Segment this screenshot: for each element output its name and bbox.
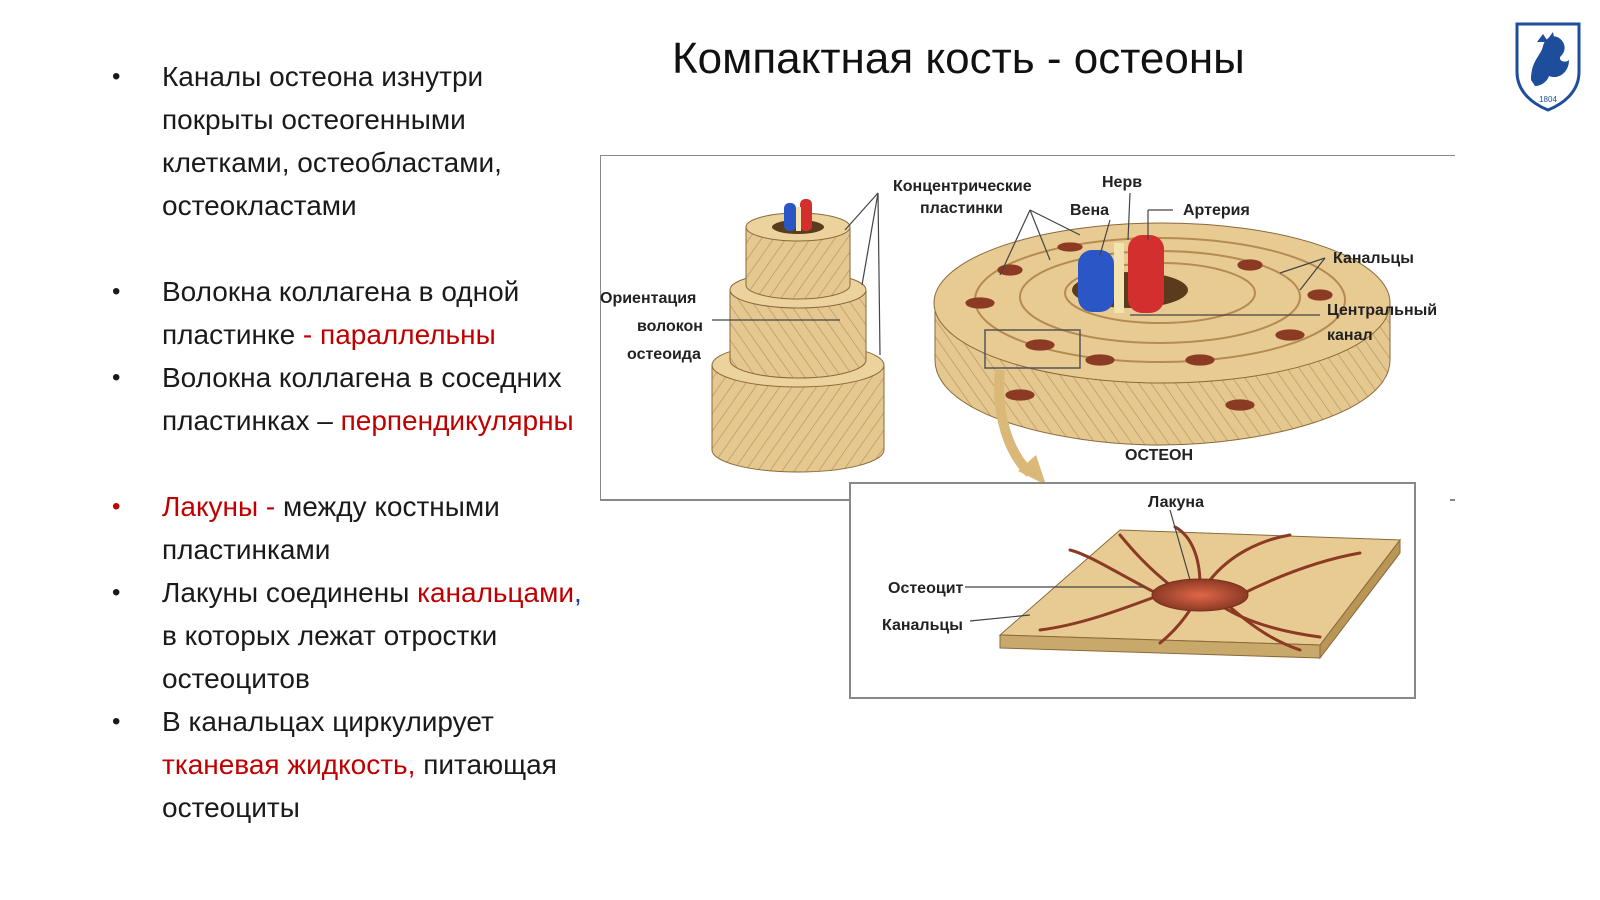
- bullet-dot: •: [112, 278, 121, 305]
- leader-lines: [712, 192, 1326, 622]
- label-fiber-orientation-3: остеоида: [627, 346, 701, 363]
- bullet-item: • Волокна коллагена в соседних пластинках…: [108, 356, 588, 442]
- bullet-text: в которых лежат отростки остеоцитов: [162, 620, 498, 694]
- label-lacuna: Лакуна: [1148, 494, 1204, 511]
- logo-year: 1804: [1539, 95, 1557, 104]
- label-osteon: ОСТЕОН: [1125, 447, 1193, 464]
- bullet-item: • Волокна коллагена в одной пластинке - п…: [108, 270, 588, 356]
- bullet-text: питающая остеоциты: [162, 749, 557, 823]
- bullet-item: • Каналы остеона изнутри покрыты остеоген…: [108, 55, 588, 227]
- label-canaliculi-top: Канальцы: [1333, 250, 1414, 267]
- bullet-text: В канальцах циркулирует: [162, 706, 494, 737]
- label-osteocyte: Остеоцит: [888, 580, 964, 597]
- bullet-highlight: тканевая жидкость,: [162, 749, 416, 780]
- lamellae-cylinder-diagram: [711, 199, 885, 473]
- lacuna-detail: [998, 525, 1401, 660]
- bullet-dot: •: [112, 708, 121, 735]
- label-fiber-orientation: Ориентация: [600, 290, 696, 307]
- osteon-illustration: Концентрические пластинки Нерв Вена Арте…: [600, 155, 1455, 699]
- bullet-text: Каналы остеона изнутри покрыты остеогенн…: [162, 61, 502, 221]
- bullet-list: • Каналы остеона изнутри покрыты остеоген…: [108, 55, 588, 829]
- bullet-item: • Лакуны - между костными пластинками: [108, 485, 588, 571]
- bullet-text: между костными пластинками: [162, 491, 500, 565]
- bullet-dot: •: [112, 493, 121, 520]
- slide-title: Компактная кость - остеоны: [672, 34, 1245, 83]
- label-nerve: Нерв: [1102, 174, 1142, 191]
- label-central-canal: Центральный: [1327, 302, 1437, 319]
- label-concentric-lamellae-2: пластинки: [920, 200, 1003, 217]
- university-logo: 1804: [1515, 22, 1581, 112]
- label-central-canal-2: канал: [1327, 327, 1373, 344]
- bullet-text: Волокна коллагена в одной пластинке: [162, 276, 520, 350]
- zoom-arrow-head: [1018, 455, 1046, 485]
- label-artery: Артерия: [1183, 202, 1250, 219]
- bullet-dot: •: [112, 579, 121, 606]
- bullet-comma: ,: [574, 577, 582, 608]
- bullet-highlight: канальцами: [417, 577, 575, 608]
- bullet-dot: •: [112, 364, 121, 391]
- osteon-disc: [933, 222, 1391, 446]
- bullet-text: Лакуны соединены: [162, 577, 418, 608]
- label-concentric-lamellae: Концентрические: [893, 178, 1032, 195]
- bullet-highlight: - параллельны: [302, 319, 496, 350]
- bullet-item: • В канальцах циркулирует тканевая жидкос…: [108, 700, 588, 829]
- bullet-highlight: Лакуны -: [162, 491, 283, 522]
- bullet-highlight: перпендикулярны: [340, 405, 574, 436]
- bullet-text: Волокна коллагена в соседних пластинках …: [162, 362, 562, 436]
- bullet-dot: •: [112, 63, 121, 90]
- bullet-item: • Лакуны соединены канальцами, в которых …: [108, 571, 588, 700]
- label-fiber-orientation-2: волокон: [637, 318, 703, 335]
- label-canaliculi-bottom: Канальцы: [882, 617, 963, 634]
- label-vein: Вена: [1070, 202, 1109, 219]
